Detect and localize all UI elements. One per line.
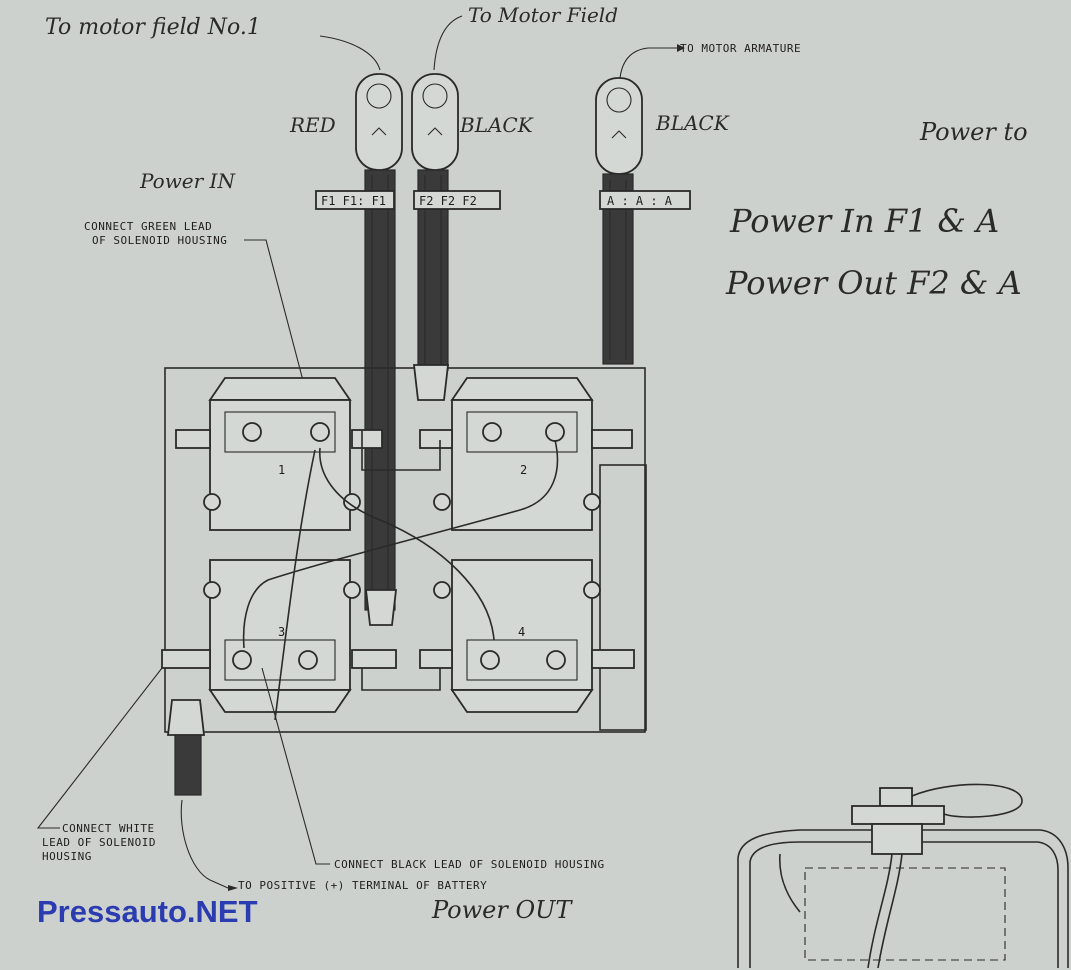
arrow-armature — [619, 47, 677, 79]
solenoid-4: 4 — [433, 559, 601, 713]
power-out-f2-note: Power Out F2 & A — [725, 264, 1022, 302]
tag-f1-box — [315, 190, 395, 210]
white-lead-line-2: LEAD OF SOLENOID — [42, 836, 156, 849]
motor-field-2-note: To Motor Field — [468, 3, 618, 27]
battery-pointer — [180, 799, 211, 881]
motor-armature-label: TO MOTOR ARMATURE — [680, 42, 801, 55]
black-wire-label-2: BLACK — [655, 111, 730, 135]
motor-field-1-note: To motor field No.1 — [45, 15, 261, 40]
black-lead-pointer — [261, 667, 330, 865]
solenoid-2: 2 — [433, 377, 601, 531]
tag-f1: F1 F1: F1 — [321, 194, 386, 208]
tag-a: A : A : A — [607, 194, 673, 208]
green-lead-pointer — [244, 239, 317, 431]
tag-f2: F2 F2 F2 — [419, 194, 477, 208]
mounting-frame — [164, 367, 646, 733]
solenoid-1: 1 — [203, 377, 361, 531]
solenoid-2-number: 2 — [520, 463, 527, 477]
tag-f2-box — [413, 190, 501, 210]
white-lead-pointer — [36, 667, 163, 829]
power-to-note: Power to — [919, 118, 1028, 146]
tag-a-box — [599, 190, 691, 210]
green-lead-wire — [274, 449, 316, 721]
side-terminals — [161, 429, 635, 669]
power-in-f1-note: Power In F1 & A — [729, 202, 999, 240]
cable-black-end — [412, 364, 450, 401]
ring-lug-black-1 — [411, 73, 459, 171]
ring-lug-red — [355, 73, 403, 171]
solenoid-1-number: 1 — [278, 463, 285, 477]
arrow-field-2 — [433, 15, 463, 71]
green-lead-line-2: OF SOLENOID HOUSING — [92, 234, 227, 247]
jumper-2-to-3 — [242, 439, 559, 649]
arrowhead-battery — [228, 885, 238, 891]
power-out-note: Power OUT — [431, 896, 573, 924]
jumper-bus-bottom — [361, 668, 441, 691]
white-lead-line-3: HOUSING — [42, 850, 92, 863]
black-lead-label: CONNECT BLACK LEAD OF SOLENOID HOUSING — [334, 858, 605, 871]
watermark: Pressauto.NET — [37, 894, 258, 929]
solenoid-housing-cutaway — [737, 783, 1069, 969]
arrowhead-armature — [677, 44, 685, 52]
cable-red — [364, 169, 396, 611]
ring-lug-black-2 — [595, 77, 643, 175]
solenoid-4-number: 4 — [518, 625, 525, 639]
solenoid-3-number: 3 — [278, 625, 285, 639]
power-cable-boot — [166, 699, 206, 736]
jumper-1-to-4 — [319, 447, 495, 641]
battery-label: TO POSITIVE (+) TERMINAL OF BATTERY — [238, 879, 487, 892]
jumper-bus-top — [361, 430, 441, 471]
black-wire-label-1: BLACK — [459, 113, 534, 137]
white-lead-line-1: CONNECT WHITE — [62, 822, 155, 835]
red-wire-label: RED — [289, 113, 336, 137]
power-in-note: Power IN — [139, 169, 236, 193]
power-cable — [174, 734, 202, 796]
solenoid-3: 3 — [203, 559, 361, 713]
green-lead-line-1: CONNECT GREEN LEAD — [84, 220, 212, 233]
arrow-field-1 — [319, 35, 381, 71]
frame-right-bracket — [599, 464, 647, 731]
cable-red-end — [364, 589, 398, 626]
